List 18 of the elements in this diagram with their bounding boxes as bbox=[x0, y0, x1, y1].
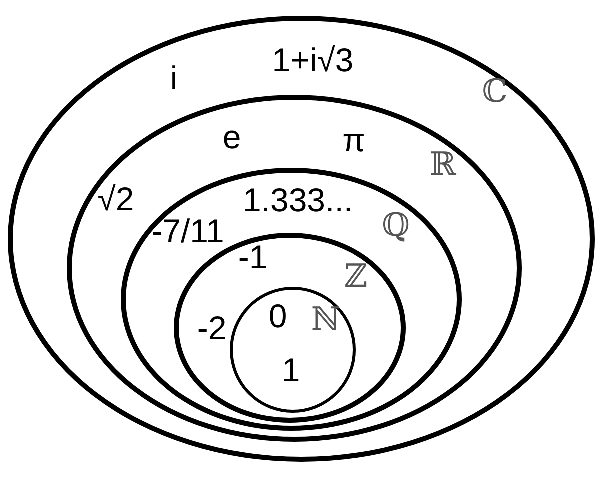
number-label: -2 bbox=[197, 312, 227, 344]
number-label: 1.333... bbox=[242, 184, 354, 216]
set-symbol: ℕ bbox=[311, 303, 341, 335]
number-label: -7/11 bbox=[152, 214, 224, 248]
set-symbol: ℚ bbox=[382, 209, 410, 241]
set-symbol: ℤ bbox=[344, 260, 368, 292]
set-ellipse bbox=[230, 287, 356, 413]
set-symbol: ℝ bbox=[430, 148, 456, 180]
number-label: e bbox=[222, 120, 242, 154]
set-ellipse bbox=[8, 16, 595, 462]
number-label: -1 bbox=[238, 240, 268, 274]
number-label: 1 bbox=[282, 354, 300, 386]
number-label: i bbox=[170, 62, 178, 94]
set-symbol: ℂ bbox=[482, 75, 508, 107]
number-label: π bbox=[342, 124, 366, 156]
number-label: 0 bbox=[268, 300, 288, 332]
number-label: 1+i√3 bbox=[272, 44, 354, 76]
number-label: √2 bbox=[98, 182, 134, 216]
